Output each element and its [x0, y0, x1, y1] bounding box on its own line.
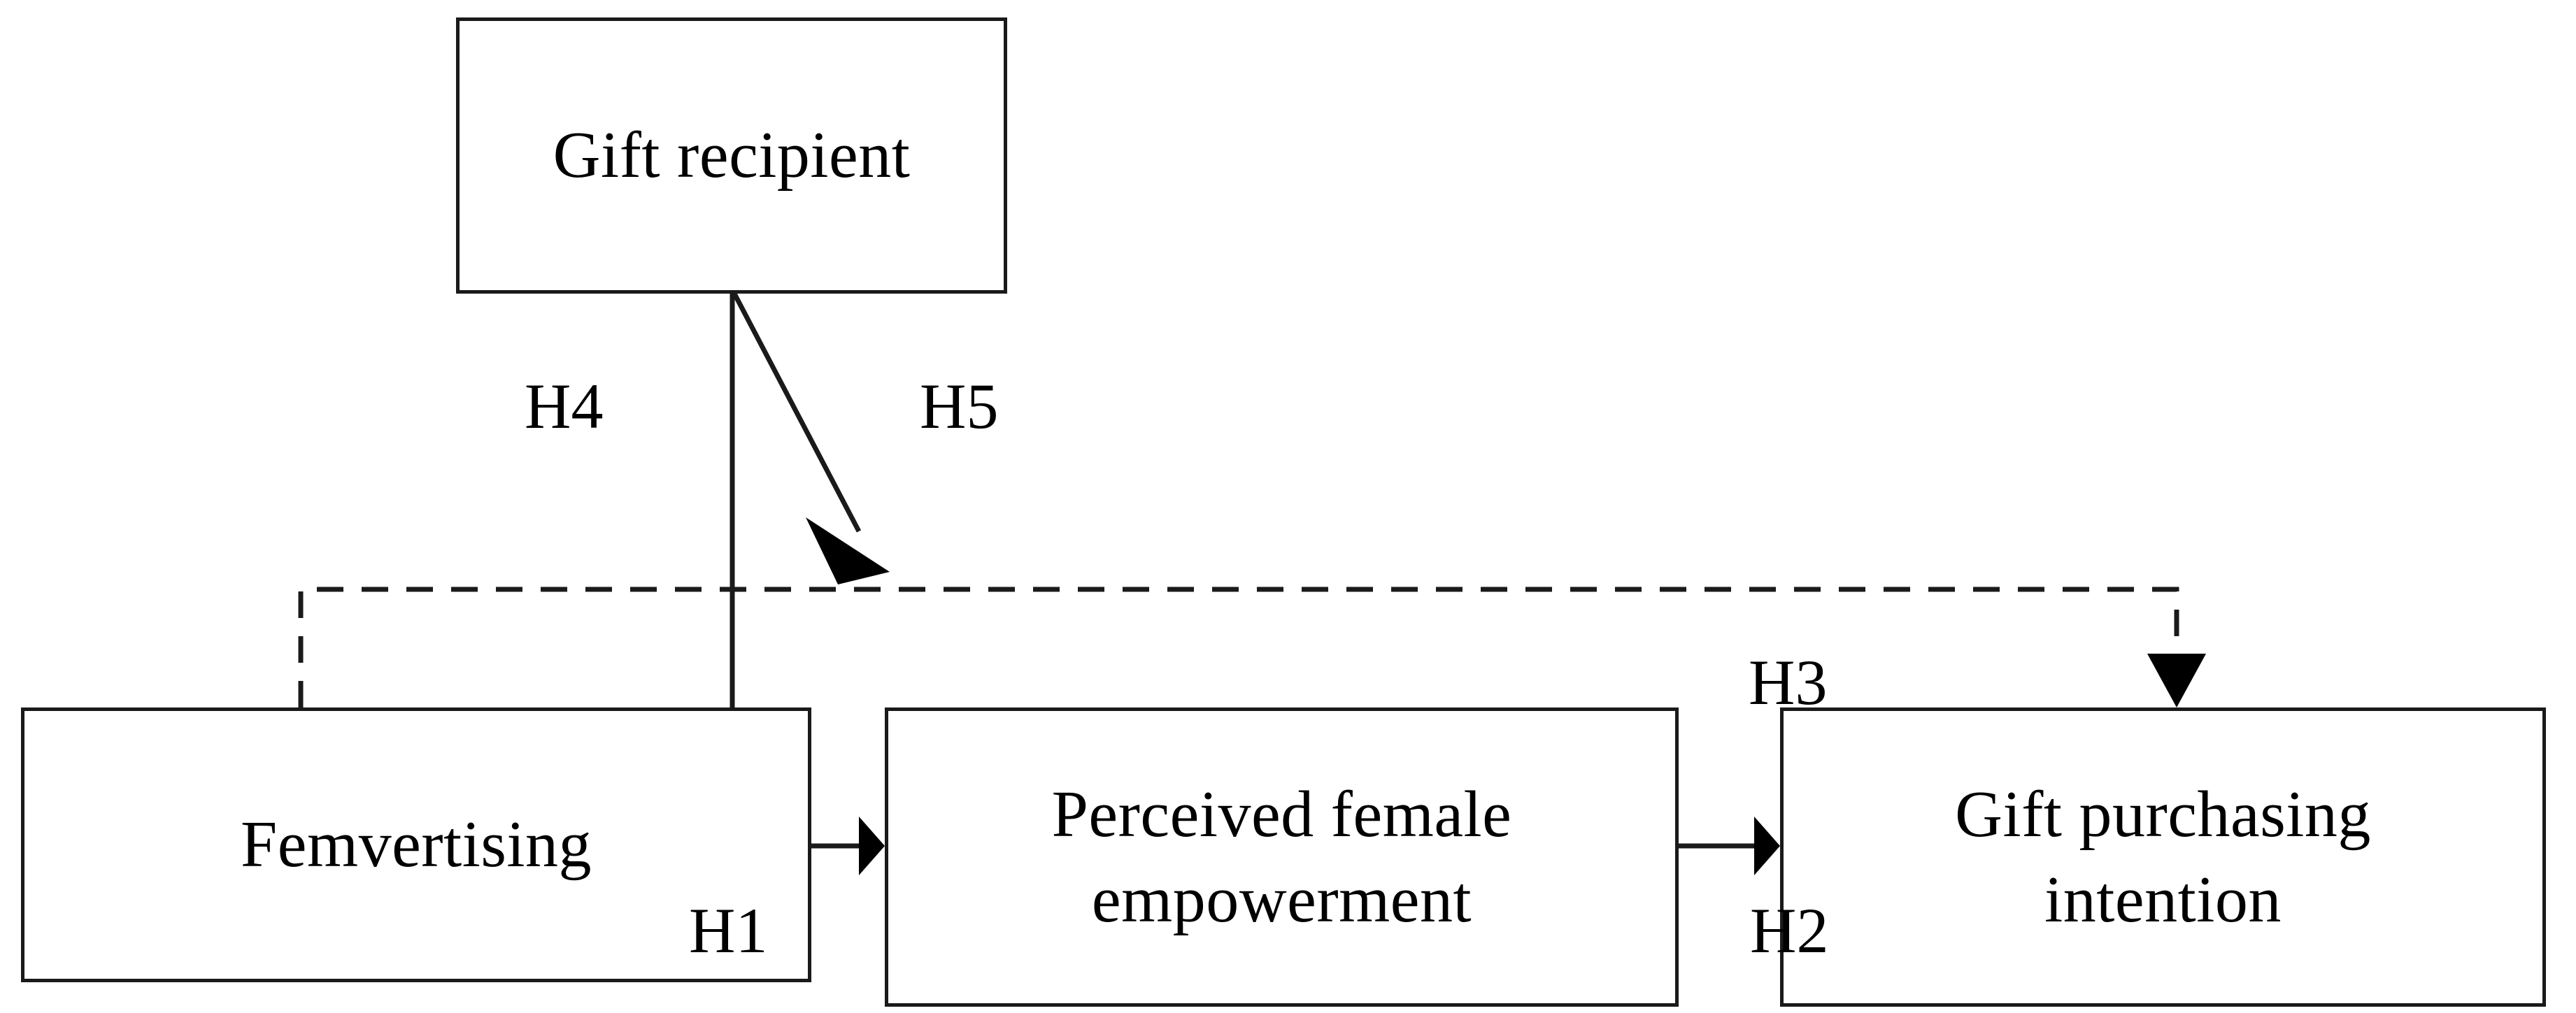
- edge-h3-connector: [298, 587, 2206, 707]
- node-perceived-female-empowerment-label: Perceived female empowerment: [1051, 777, 1512, 936]
- edge-h5-arrowhead: [806, 517, 890, 584]
- node-gift-recipient-label: Gift recipient: [553, 119, 911, 192]
- edge-label-h5: H5: [920, 371, 999, 442]
- edge-h2-connector: [1679, 817, 1780, 875]
- edge-h5-line: [732, 292, 862, 533]
- node-gift-recipient[interactable]: Gift recipient: [456, 17, 1007, 294]
- node-gift-purchasing-intention[interactable]: Gift purchasing intention: [1780, 707, 2546, 1007]
- node-femvertising[interactable]: Femvertising: [21, 707, 811, 982]
- edge-label-h3: H3: [1749, 647, 1828, 718]
- edge-label-h4: H4: [525, 371, 604, 442]
- node-femvertising-label: Femvertising: [240, 808, 592, 882]
- edge-h3-arrowhead: [2147, 654, 2206, 707]
- edge-h5-connector: [732, 292, 890, 584]
- edge-h1-arrowhead: [859, 817, 885, 875]
- node-gift-purchasing-intention-label: Gift purchasing intention: [1955, 777, 2371, 936]
- edge-h1-connector: [811, 817, 885, 875]
- edge-h2-arrowhead: [1754, 817, 1780, 875]
- node-perceived-female-empowerment[interactable]: Perceived female empowerment: [885, 707, 1679, 1007]
- edge-h3-dashed-line: [298, 587, 2179, 707]
- edge-label-h1: H1: [689, 895, 768, 966]
- edge-label-h2: H2: [1750, 895, 1829, 966]
